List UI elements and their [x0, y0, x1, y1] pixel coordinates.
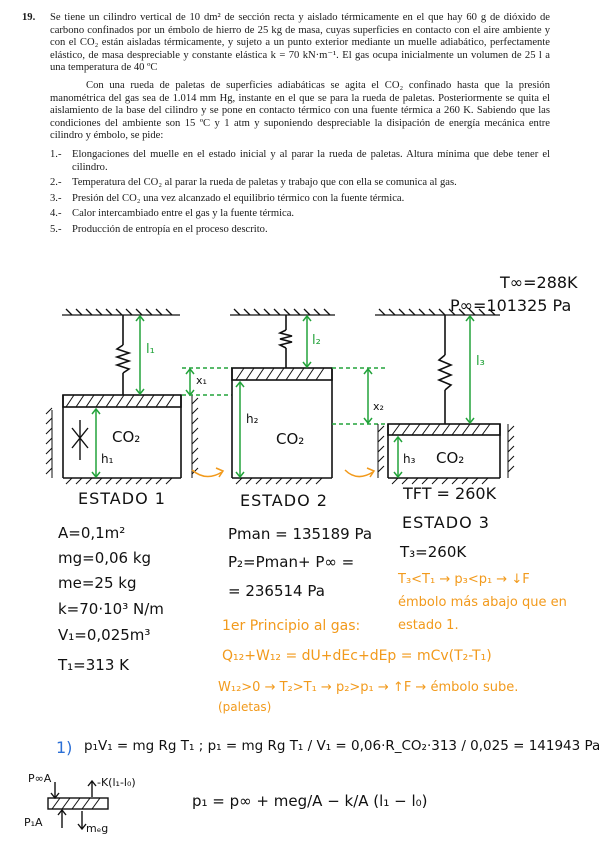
p2-value-note: = 236514 Pa — [228, 582, 325, 600]
label-l2: l₂ — [312, 333, 321, 348]
label-x2: x₂ — [373, 400, 384, 413]
given-gas-mass: mg=0,06 kg — [58, 549, 152, 567]
label-l1: l₁ — [146, 342, 155, 357]
fbd-patm-label: P∞A — [28, 772, 52, 785]
answer-1-equation: p₁V₁ = mg Rg T₁ ; p₁ = mg Rg T₁ / V₁ = 0… — [84, 738, 599, 754]
problem-number: 19. — [22, 12, 36, 23]
question-item: 3.-Presión del CO₂ una vez alcanzado el … — [50, 192, 405, 204]
label-h3: h₃ — [403, 452, 416, 466]
ceiling-hatch — [62, 308, 500, 316]
force-balance-equation: p₁ = p∞ + meg/A − k/A (l₁ − l₀) — [192, 792, 428, 810]
label-estado-2: ESTADO 2 — [240, 491, 328, 510]
label-estado-3: ESTADO 3 — [402, 513, 490, 532]
fbd-spring-label: -K(l₁-l₀) — [97, 776, 136, 789]
question-item: 2.-Temperatura del CO₂ al parar la rueda… — [50, 177, 457, 189]
label-tft: TFT = 260K — [403, 484, 497, 503]
label-l3: l₃ — [476, 354, 485, 369]
problem-statement: 19. Se tiene un cilindro vertical de 10 … — [22, 12, 550, 240]
question-list: 1.-Elongaciones del muelle en el estado … — [50, 149, 550, 237]
t3-note: T₃=260K — [400, 543, 467, 561]
label-co2-state2: CO₂ — [276, 430, 305, 448]
pman-note: Pman = 135189 Pa — [228, 525, 373, 543]
state-3-cylinder — [377, 315, 515, 485]
t-inf-note: T∞=288K — [500, 273, 578, 292]
question-item: 5.-Producción de entropía en el proceso … — [50, 223, 268, 235]
state-3-green-arrows — [393, 314, 475, 479]
answer-1-number: 1) — [56, 738, 73, 757]
p2-note: P₂=Pman+ P∞ = — [228, 553, 355, 571]
problem-paragraph-2: Con una rueda de paletas de superficies … — [50, 79, 550, 142]
work-inference: W₁₂>0 → T₂>T₁ → p₂>p₁ → ↑F → émbolo sube… — [218, 680, 519, 695]
piston-lower-note: émbolo más abajo que en — [398, 595, 567, 610]
first-law-equation: Q₁₂+W₁₂ = dU+dEc+dEp = mCv(T₂-T₁) — [222, 648, 492, 664]
given-volume: V₁=0,025m³ — [58, 626, 151, 644]
transition-arrows — [191, 467, 376, 478]
given-temperature: T₁=313 K — [58, 656, 129, 674]
label-h2: h₂ — [246, 412, 259, 426]
given-spring-constant: k=70·10³ N/m — [58, 600, 164, 618]
given-area: A=0,1m² — [58, 524, 126, 542]
label-x1: x₁ — [196, 374, 207, 387]
state-2-cylinder — [231, 315, 333, 485]
given-piston-mass: me=25 kg — [58, 574, 137, 592]
label-h1: h₁ — [101, 452, 114, 466]
label-co2-state3: CO₂ — [436, 449, 465, 467]
fbd-weight-label: mₑg — [86, 822, 109, 835]
state-2-green-arrows — [235, 314, 385, 479]
question-item: 4.-Calor intercambiado entre el gas y la… — [50, 208, 295, 220]
label-estado-1: ESTADO 1 — [78, 489, 166, 508]
problem-paragraph-1: Se tiene un cilindro vertical de 10 dm² … — [50, 12, 550, 74]
t3-comparison-note: T₃<T₁ → p₃<p₁ → ↓F — [398, 572, 530, 587]
question-item: 1.-Elongaciones del muelle en el estado … — [50, 148, 550, 173]
label-co2-state1: CO₂ — [112, 428, 141, 446]
first-law-heading: 1er Principio al gas: — [222, 618, 361, 634]
state-1-green-arrows — [91, 314, 232, 479]
free-body-diagram — [47, 779, 109, 831]
paletas-note: (paletas) — [218, 700, 272, 714]
fbd-p1-label: P₁A — [24, 816, 43, 829]
piston-lower-note-2: estado 1. — [398, 618, 459, 633]
state-1-cylinder — [45, 315, 199, 485]
